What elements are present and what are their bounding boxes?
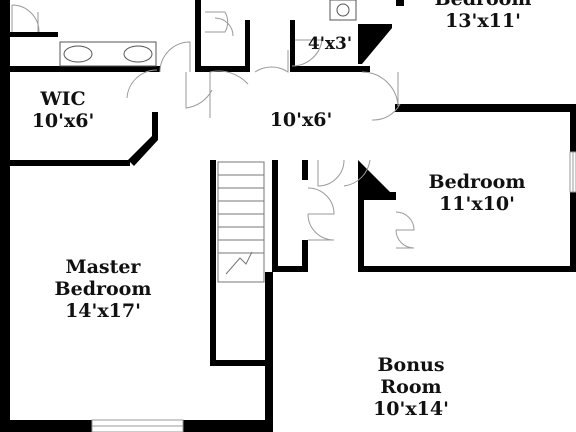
bonus-name-line2: Room — [380, 376, 442, 398]
wic-label: WIC 10'x6' — [14, 88, 112, 132]
bedroom-name: Bedroom — [428, 171, 526, 193]
master-size: 14'x17' — [65, 300, 141, 322]
bath-fixtures — [59, 0, 357, 67]
bonus-room-label: Bonus Room 10'x14' — [346, 354, 476, 420]
door-swings — [11, 4, 415, 249]
closet-label: 4'x3' — [298, 33, 362, 55]
master-suite-walls — [0, 0, 250, 166]
stair-walls — [210, 160, 308, 432]
master-bedroom-label: Master Bedroom 14'x17' — [32, 256, 174, 322]
closet-size: 4'x3' — [307, 34, 353, 54]
master-name-line2: Bedroom — [54, 278, 152, 300]
exterior-walls — [0, 0, 273, 432]
bonus-name-line1: Bonus — [377, 354, 445, 376]
hall-label: 10'x6' — [254, 109, 348, 131]
stairs — [217, 161, 265, 283]
bedroom-size: 11'x10' — [439, 193, 515, 215]
windows — [91, 151, 576, 432]
bonus-size: 10'x14' — [373, 398, 449, 420]
wic-size: 10'x6' — [31, 110, 95, 132]
top-bedroom-size: 13'x11' — [445, 10, 521, 32]
hall-size: 10'x6' — [269, 109, 333, 131]
bedroom-label: Bedroom 11'x10' — [412, 171, 542, 215]
master-name-line1: Master — [65, 256, 141, 278]
wic-name: WIC — [40, 88, 86, 110]
top-bedroom-name: Bedroom — [418, 0, 548, 10]
top-bedroom-label: Bedroom 13'x11' — [418, 0, 548, 32]
